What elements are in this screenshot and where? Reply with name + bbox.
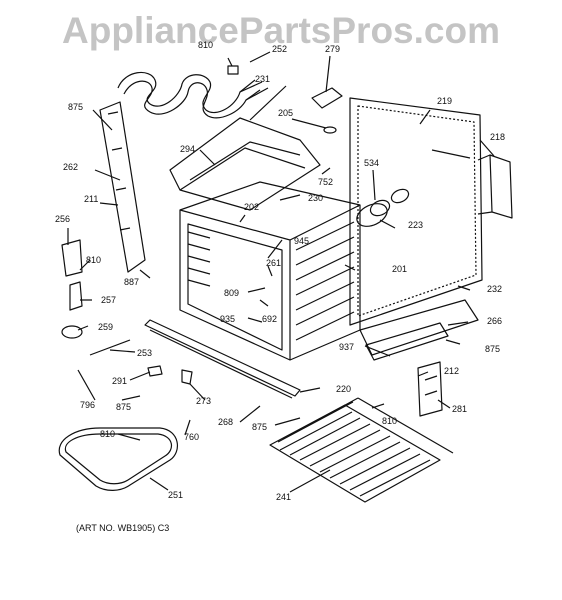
side-panel [99, 101, 146, 273]
callout-809: 809 [224, 288, 239, 298]
callout-211: 211 [84, 194, 98, 204]
front-frame [144, 319, 301, 397]
knob-259 [61, 325, 83, 339]
oven-rack [269, 397, 454, 503]
callout-534: 534 [364, 158, 379, 168]
part-257 [69, 281, 83, 311]
callout-labels: 810 252 279 875 231 219 205 218 294 262 … [55, 40, 505, 502]
callout-266: 266 [487, 316, 502, 326]
callout-279: 279 [325, 44, 340, 54]
callout-205: 205 [278, 108, 293, 118]
part-273 [181, 369, 193, 385]
callout-291: 291 [112, 376, 127, 386]
callout-259: 259 [98, 322, 113, 332]
callout-256: 256 [55, 214, 70, 224]
callout-281: 281 [452, 404, 467, 414]
callout-253: 253 [137, 348, 152, 358]
watermark: AppliancePartsPros.com [62, 10, 500, 51]
callout-252: 252 [272, 44, 287, 54]
callout-760: 760 [184, 432, 199, 442]
callout-752: 752 [318, 177, 333, 187]
callout-261: 261 [266, 258, 281, 268]
terminal-block [489, 154, 513, 219]
callout-219: 219 [437, 96, 452, 106]
callout-232: 232 [487, 284, 502, 294]
callout-231: 231 [255, 74, 270, 84]
callout-796: 796 [80, 400, 95, 410]
callout-251: 251 [168, 490, 183, 500]
callout-220: 220 [336, 384, 351, 394]
sensor-253 [89, 339, 131, 356]
callout-810-low: 810 [382, 416, 397, 426]
callout-273: 273 [196, 396, 211, 406]
rear-panel [349, 97, 483, 326]
callout-223: 223 [408, 220, 423, 230]
callout-937: 937 [339, 342, 354, 352]
callout-945: 945 [294, 236, 309, 246]
callout-875-c: 875 [116, 402, 131, 412]
callout-875-b: 875 [485, 344, 500, 354]
callout-875-d: 875 [252, 422, 267, 432]
callout-218: 218 [490, 132, 505, 142]
callout-212: 212 [444, 366, 459, 376]
art-number: (ART NO. WB1905) C3 [76, 523, 170, 533]
light-cover [311, 87, 343, 109]
callout-257: 257 [101, 295, 116, 305]
convection-fan [356, 188, 410, 227]
callout-810-top: 810 [198, 40, 213, 50]
callout-692: 692 [262, 314, 277, 324]
switch-256 [61, 239, 83, 277]
callout-875-a: 875 [68, 102, 83, 112]
callout-810-bot: 810 [100, 429, 115, 439]
broil-element [117, 65, 269, 119]
callout-294: 294 [180, 144, 195, 154]
callout-201: 201 [392, 264, 407, 274]
light-socket [323, 126, 337, 134]
bottom-panel [359, 299, 479, 356]
callout-241: 241 [276, 492, 291, 502]
callout-262: 262 [63, 162, 78, 172]
bake-element [58, 427, 178, 491]
callout-268: 268 [218, 417, 233, 427]
hinge [417, 361, 443, 417]
callout-810-mid: 810 [86, 255, 101, 265]
oven-cavity [179, 181, 361, 361]
callout-887: 887 [124, 277, 139, 287]
callout-935: 935 [220, 314, 235, 324]
bracket-291 [147, 365, 163, 377]
callout-202: 202 [244, 202, 259, 212]
callout-230: 230 [308, 193, 323, 203]
